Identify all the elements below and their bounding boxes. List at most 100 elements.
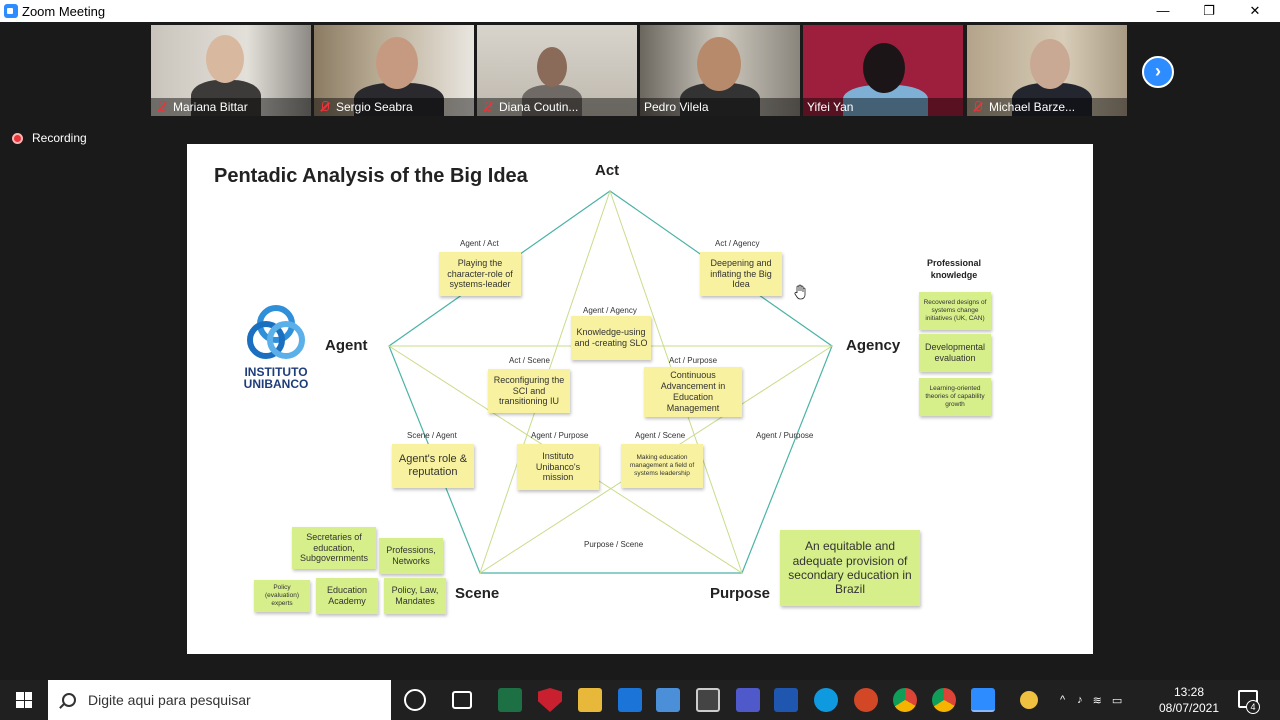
sticky-note: Playing the character-role of systems-le…: [439, 252, 521, 296]
mic-muted-icon: [155, 100, 169, 114]
participant-name: Michael Barze...: [989, 100, 1076, 114]
sticky-note-purpose: An equitable and adequate provision of s…: [780, 530, 920, 606]
axis-label-scene: Scene: [455, 585, 500, 602]
close-button[interactable]: ✕: [1249, 3, 1261, 18]
battery-icon[interactable]: ▭: [1111, 694, 1123, 707]
participant-name-bar: Mariana Bittar: [151, 98, 311, 116]
participant-video-head: [863, 43, 905, 93]
taskbar-clock[interactable]: 13:28 08/07/2021: [1158, 684, 1220, 716]
sticky-note-green: Recovered designs of systems change init…: [919, 292, 991, 330]
meeting-area: Mariana Bittar Sergio Seabra Diana Couti…: [0, 22, 1280, 680]
axis-label-act: Act: [595, 162, 620, 179]
network-icon[interactable]: ≋: [1092, 694, 1102, 707]
participant-name-bar: Sergio Seabra: [314, 98, 474, 116]
sticky-note-green: Policy (evaluation) experts: [254, 580, 310, 612]
sticky-note: Reconfiguring the SCI and transitioning …: [488, 369, 570, 413]
participant-name: Diana Coutin...: [499, 100, 579, 114]
participant-tile[interactable]: Pedro Vilela: [640, 25, 800, 116]
axis-label-purpose: Purpose: [710, 585, 771, 602]
logo-text-line2: UNIBANCO: [243, 377, 309, 391]
pair-label-agent-scene: Agent / Scene: [635, 431, 686, 440]
hand-cursor-icon: [794, 284, 806, 300]
pair-label-agent-agency: Agent / Agency: [583, 306, 637, 315]
participant-video-head: [1030, 39, 1070, 89]
clock-date: 08/07/2021: [1158, 701, 1220, 715]
sticky-note-green: Secretaries of education, Subgovernments: [292, 527, 376, 569]
participant-name: Yifei Yan: [807, 100, 854, 114]
participant-name-bar: Diana Coutin...: [477, 98, 637, 116]
participant-name-bar: Pedro Vilela: [640, 98, 800, 116]
word-icon[interactable]: [774, 688, 798, 712]
sticky-note: Agent's role & reputation: [392, 444, 474, 488]
participant-tile[interactable]: Diana Coutin...: [477, 25, 637, 116]
participant-tile[interactable]: Michael Barze...: [967, 25, 1127, 116]
pair-label-scene-agent: Scene / Agent: [407, 431, 457, 440]
mcafee-icon[interactable]: [538, 688, 562, 712]
mail-icon[interactable]: [618, 688, 642, 712]
pair-label-purpose-scene: Purpose / Scene: [584, 540, 644, 549]
sticky-note-green: Learning-oriented theories of capability…: [919, 378, 991, 416]
professional-knowledge-title: Professional knowledge: [926, 258, 982, 280]
system-tray: ^ ♪ ≋ ▭: [1060, 680, 1122, 720]
participant-video-body: [191, 80, 261, 116]
edge-icon[interactable]: [814, 688, 838, 712]
sticky-note: Continuous Advancement in Education Mana…: [644, 367, 742, 417]
cortana-icon[interactable]: [404, 689, 426, 711]
participant-tile[interactable]: Sergio Seabra: [314, 25, 474, 116]
mic-muted-icon: [318, 100, 332, 114]
windows-logo-icon: [16, 692, 32, 708]
window-title: Zoom Meeting: [22, 4, 106, 19]
store-icon[interactable]: [696, 688, 720, 712]
settings-icon[interactable]: [656, 688, 680, 712]
volume-icon[interactable]: ♪: [1077, 694, 1083, 706]
chevron-up-icon[interactable]: ^: [1060, 694, 1066, 706]
chrome-icon[interactable]: [893, 688, 917, 712]
maximize-button[interactable]: ❐: [1203, 3, 1215, 18]
axis-label-agency: Agency: [846, 337, 901, 354]
mic-muted-icon: [481, 100, 495, 114]
minimize-button[interactable]: —: [1156, 3, 1170, 18]
pentagram-lines: [387, 190, 834, 575]
pair-label-act-scene: Act / Scene: [509, 356, 550, 365]
pair-label-agent-act: Agent / Act: [460, 239, 499, 248]
participant-name-bar: Michael Barze...: [967, 98, 1127, 116]
participant-tile[interactable]: Mariana Bittar: [151, 25, 311, 116]
sticky-note: Knowledge-using and -creating SLO: [571, 316, 651, 360]
slide-title: Pentadic Analysis of the Big Idea: [214, 165, 528, 187]
logo-text-line1: INSTITUTO: [244, 365, 308, 379]
taskbar-search[interactable]: Digite aqui para pesquisar: [48, 680, 391, 720]
teams-icon[interactable]: [736, 688, 760, 712]
participant-name: Mariana Bittar: [173, 100, 248, 114]
participant-video-head: [537, 47, 567, 87]
clock-time: 13:28: [1173, 685, 1205, 699]
instituto-unibanco-logo: INSTITUTO UNIBANCO: [236, 302, 316, 392]
start-button[interactable]: [0, 680, 48, 720]
participant-video-head: [697, 37, 741, 91]
search-icon: [62, 693, 76, 707]
chrome-profile-icon[interactable]: [932, 688, 956, 712]
mic-muted-icon: [971, 100, 985, 114]
window-titlebar: Zoom Meeting — ❐ ✕: [0, 0, 1280, 22]
recording-indicator[interactable]: Recording: [12, 131, 87, 145]
powerpoint-icon[interactable]: [854, 688, 878, 712]
shared-slide: Pentadic Analysis of the Big Idea Act Ag…: [187, 144, 1093, 654]
search-placeholder: Digite aqui para pesquisar: [88, 692, 251, 708]
excel-icon[interactable]: [498, 688, 522, 712]
recording-icon: [12, 132, 23, 144]
participant-tile-active-speaker[interactable]: Yifei Yan: [803, 25, 963, 116]
windows-taskbar: Digite aqui para pesquisar ^ ♪ ≋ ▭ 13:28…: [0, 680, 1280, 720]
participant-name: Pedro Vilela: [644, 100, 709, 114]
sticky-note-green: Developmental evaluation: [919, 334, 991, 372]
pair-label-agent-purpose: Agent / Purpose: [531, 431, 589, 440]
weather-icon[interactable]: [1020, 691, 1038, 709]
pair-label-agent-purpose-2: Agent / Purpose: [756, 431, 814, 440]
task-view-icon[interactable]: [452, 691, 472, 709]
next-page-button[interactable]: ›: [1142, 56, 1174, 88]
axis-label-agent: Agent: [325, 337, 368, 354]
zoom-taskbar-icon[interactable]: [971, 688, 995, 712]
file-explorer-icon[interactable]: [578, 688, 602, 712]
participant-name: Sergio Seabra: [336, 100, 413, 114]
participant-video-body: [522, 85, 582, 116]
recording-label: Recording: [32, 131, 87, 145]
pentagon-outer: [388, 190, 833, 574]
